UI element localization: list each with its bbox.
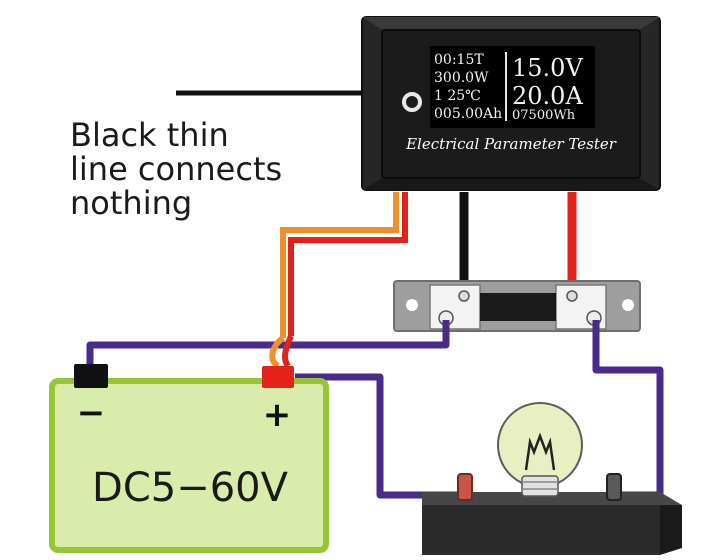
readout-temp: 1 25℃ xyxy=(434,88,481,104)
red-sense-wire xyxy=(288,192,408,336)
readout-energy: 07500Wh xyxy=(512,108,576,123)
battery-pos-terminal xyxy=(262,366,294,388)
readout-current: 20.0A xyxy=(512,82,583,110)
battery-label: DC5−60V xyxy=(92,465,289,511)
screw-terminal-icon xyxy=(566,290,578,302)
meter-housing xyxy=(361,16,661,191)
readout-power: 300.0W xyxy=(434,70,489,86)
orange-sense-wire xyxy=(280,192,399,338)
readout-voltage: 15.0V xyxy=(512,54,583,82)
lamp-pos-post xyxy=(457,473,473,501)
battery-neg-terminal xyxy=(74,364,108,388)
battery-pos-symbol: + xyxy=(263,395,292,435)
light-bulb-icon xyxy=(497,402,583,497)
lamp-neg-post xyxy=(606,473,622,501)
readout-time: 00:15T xyxy=(434,52,484,68)
annotation-note: Black thin line connects nothing xyxy=(70,118,282,220)
lamp-base xyxy=(422,473,682,555)
screw-terminal-icon xyxy=(458,290,470,302)
battery-neg-symbol: − xyxy=(77,393,106,433)
readout-ah: 005.00Ah xyxy=(434,106,502,122)
red-wire-hook xyxy=(282,334,294,368)
meter-label: Electrical Parameter Tester xyxy=(405,135,617,153)
orange-wire-hook xyxy=(269,335,285,369)
annotation-line-2: line connects xyxy=(70,150,283,188)
annotation-line-3: nothing xyxy=(70,184,193,222)
pos-supply-wire xyxy=(295,373,460,499)
neg-return-wire xyxy=(86,320,450,374)
annotation-line-1: Black thin xyxy=(70,116,229,154)
battery xyxy=(49,364,329,553)
current-shunt xyxy=(393,280,641,332)
round-button-icon xyxy=(402,92,422,112)
load-return-wire xyxy=(592,320,664,499)
meter-screen xyxy=(430,46,595,128)
